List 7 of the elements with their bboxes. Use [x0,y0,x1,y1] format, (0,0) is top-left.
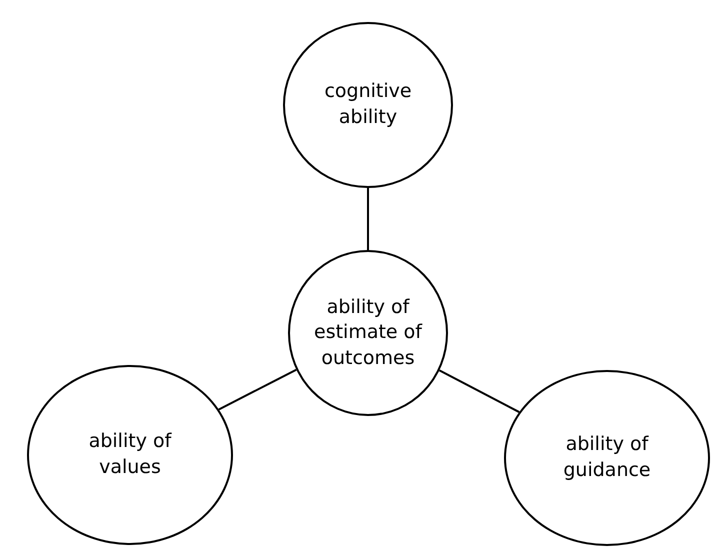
connector-line [367,188,369,250]
node-label: ability of values [88,429,173,480]
node-label: ability of guidance [562,432,652,483]
connector-line [438,369,520,413]
node-label: ability of estimate of outcomes [313,294,424,371]
connector-line [218,368,297,410]
node-label: cognitive ability [323,79,413,130]
